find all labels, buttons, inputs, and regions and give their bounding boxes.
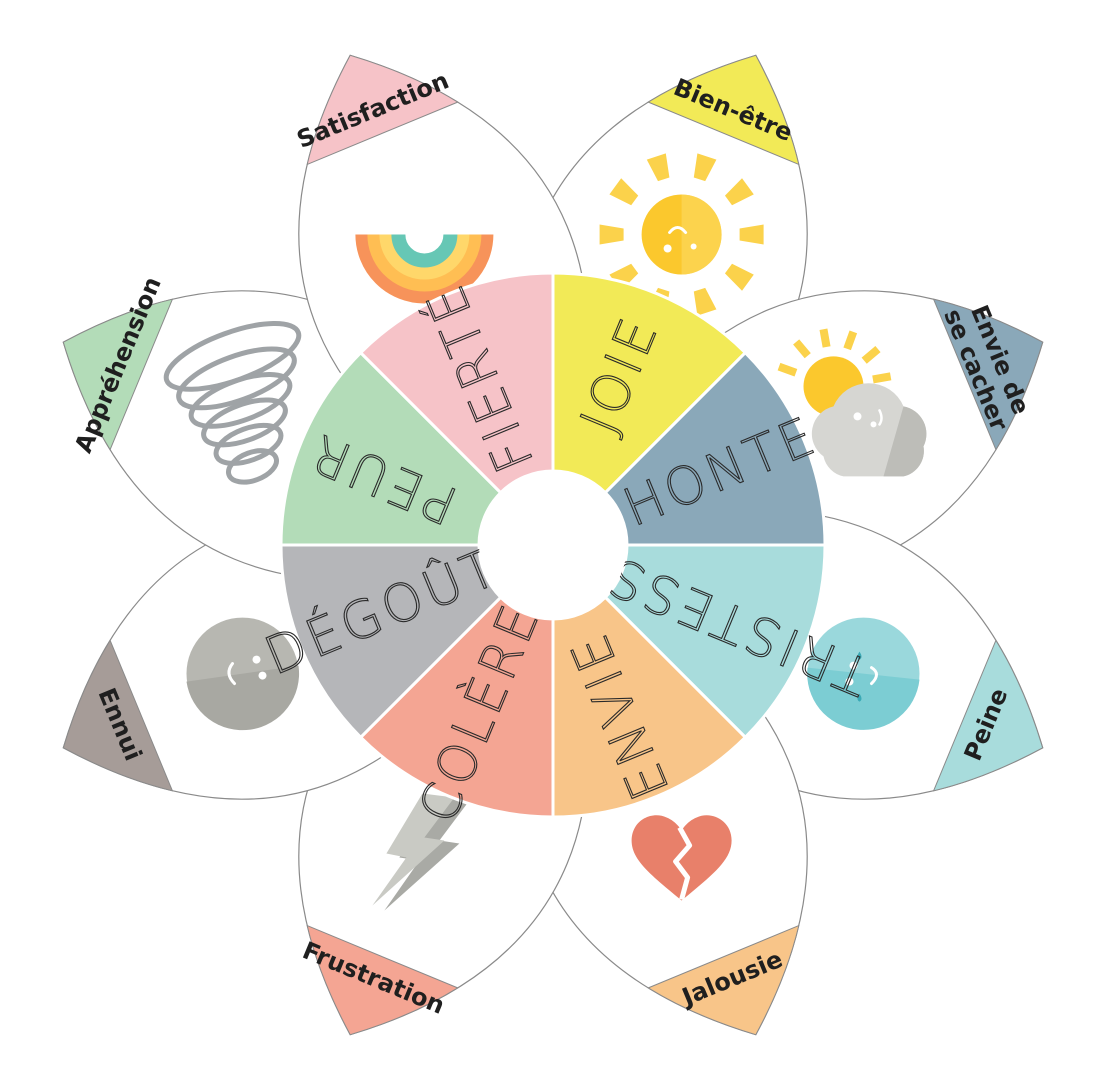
petal-band: [306, 54, 459, 166]
tornado-icon: [163, 321, 302, 485]
lightning-icon: [372, 793, 470, 911]
core-wheel: [279, 271, 827, 819]
petal-band: [647, 54, 800, 166]
sun-behind-cloud-icon: [777, 328, 927, 477]
petal-band: [62, 298, 174, 451]
bored-face-icon: [186, 617, 300, 731]
rainbow-icon: [355, 234, 494, 304]
crying-face-icon: [807, 617, 920, 730]
petal-band: [932, 639, 1044, 792]
petal-band: [932, 298, 1044, 451]
petal-band: [62, 639, 174, 792]
petal-band: [306, 924, 459, 1036]
broken-heart-icon: [631, 815, 732, 901]
center-hole: [479, 471, 627, 619]
petal-band: [647, 924, 800, 1036]
